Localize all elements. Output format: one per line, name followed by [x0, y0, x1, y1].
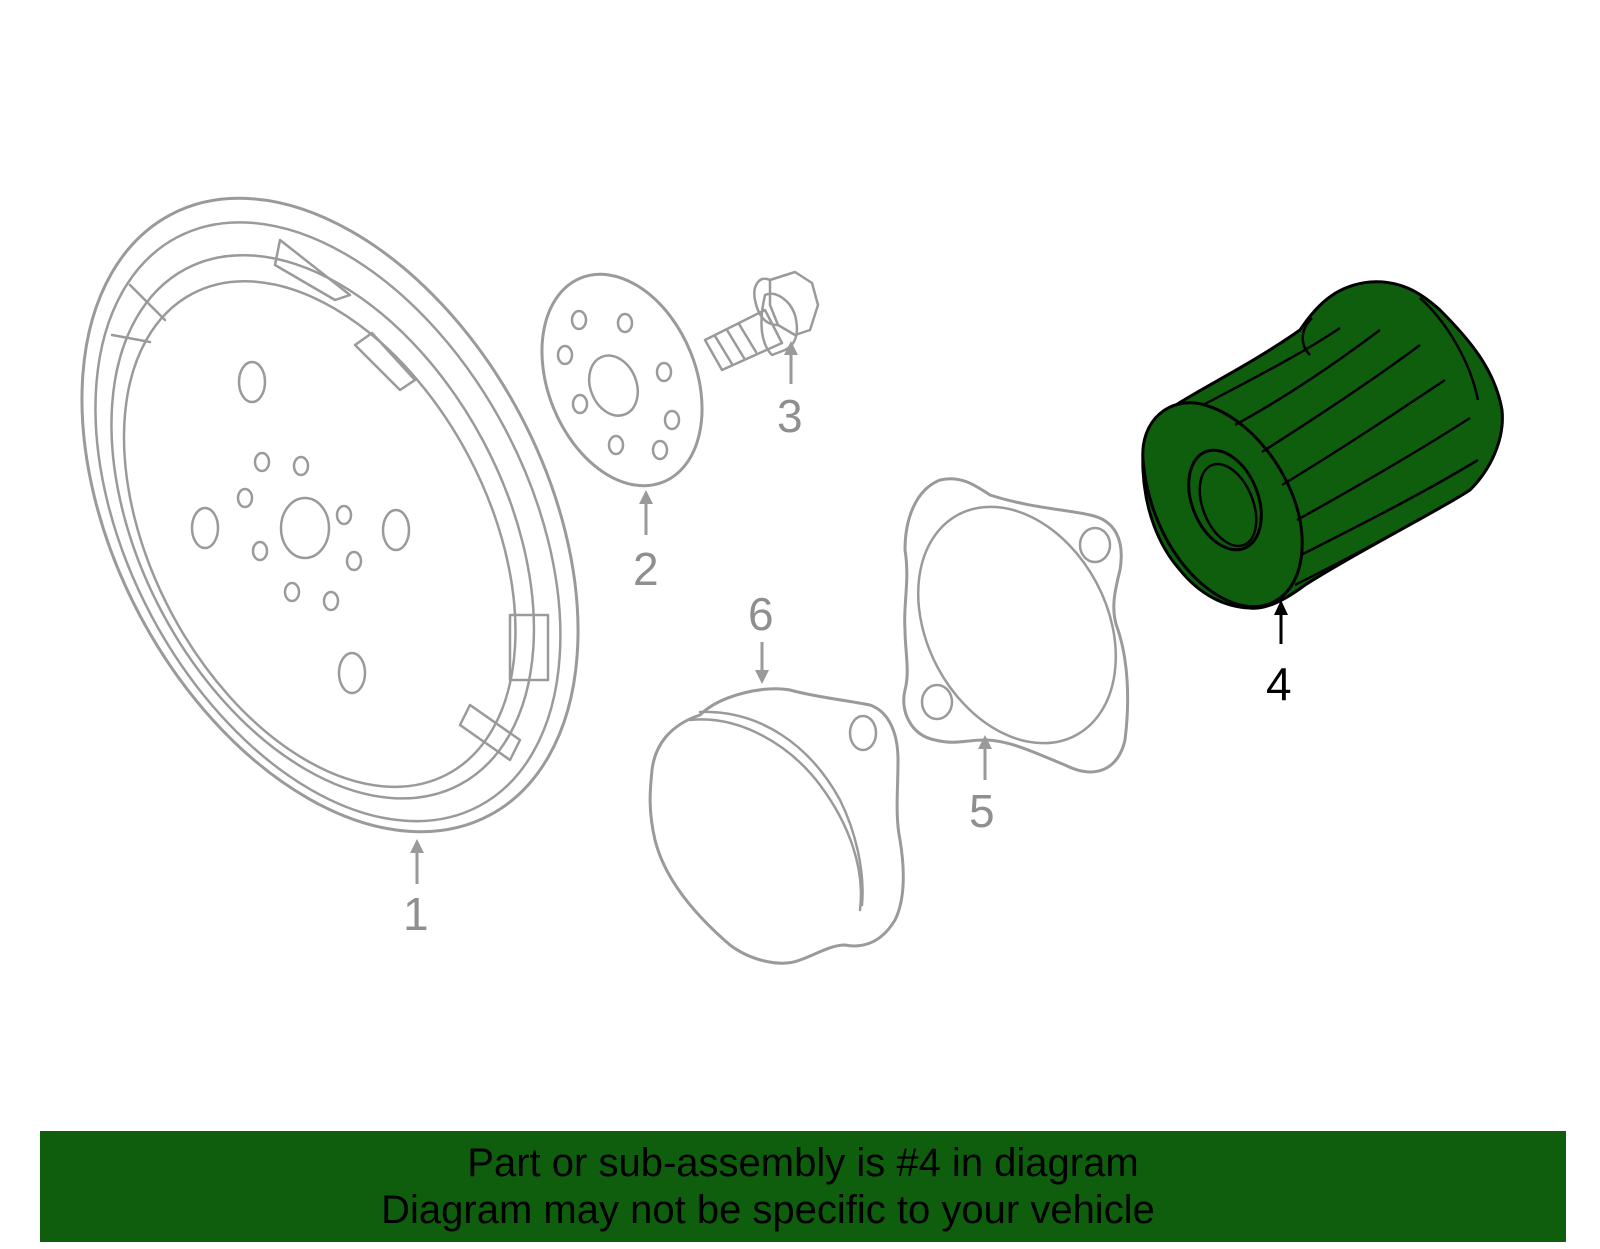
- part-6-cover[interactable]: [648, 687, 905, 965]
- callout-6[interactable]: 6: [748, 588, 774, 640]
- callout-1[interactable]: 1: [403, 888, 429, 940]
- part-4-filter[interactable]: [1141, 280, 1504, 610]
- callout-5[interactable]: 5: [969, 785, 995, 837]
- part-2-plate[interactable]: [512, 250, 732, 509]
- part-5-gasket[interactable]: [879, 472, 1155, 777]
- banner-line-1: Part or sub-assembly is #4 in diagram: [467, 1140, 1139, 1185]
- leader-arrows: [410, 341, 992, 884]
- part-1-flex-plate[interactable]: [0, 114, 679, 916]
- part-3-bolt[interactable]: [703, 270, 820, 372]
- leader-arrow-4: [1274, 600, 1288, 644]
- info-banner: Part or sub-assembly is #4 in diagram Di…: [40, 1131, 1566, 1242]
- callout-2[interactable]: 2: [633, 543, 659, 595]
- banner-line-2: Diagram may not be specific to your vehi…: [381, 1187, 1155, 1232]
- callout-4[interactable]: 4: [1266, 658, 1292, 710]
- callout-3[interactable]: 3: [777, 390, 803, 442]
